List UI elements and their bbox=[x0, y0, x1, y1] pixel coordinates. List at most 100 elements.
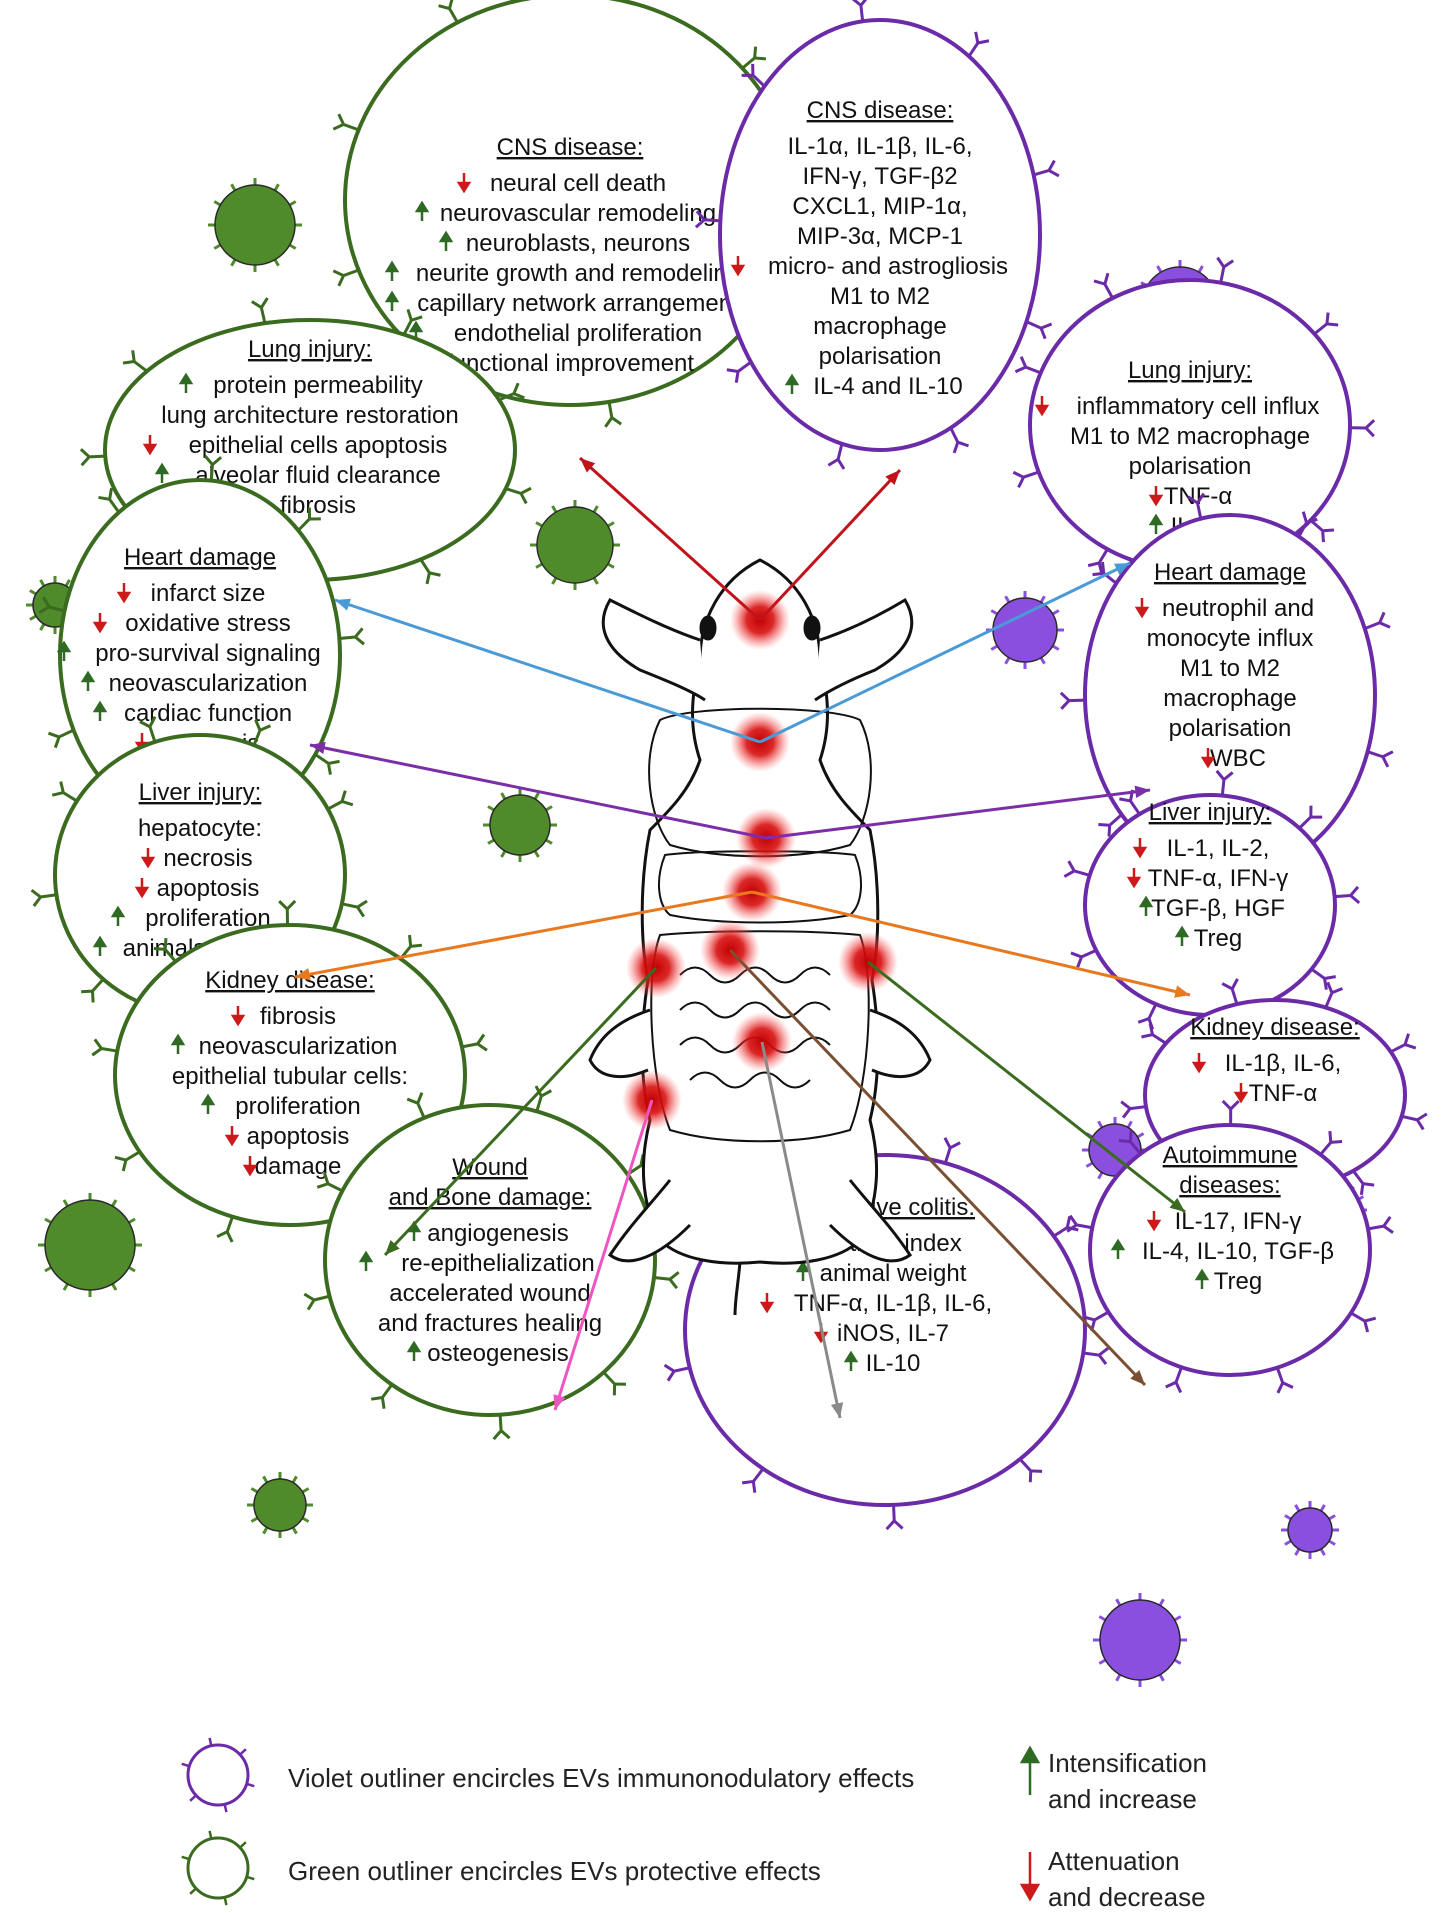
decrease-arrow-icon bbox=[242, 1156, 258, 1177]
connector-arrow bbox=[578, 456, 762, 622]
receptor-icon bbox=[1297, 511, 1318, 538]
receptor-icon bbox=[1059, 691, 1086, 710]
receptor-icon bbox=[51, 781, 78, 803]
decrease-arrow-icon bbox=[1146, 1211, 1162, 1232]
effect-panels: CNS disease:neural cell deathneurovascul… bbox=[30, 0, 1428, 1531]
receptor-icon bbox=[1364, 611, 1391, 631]
decrease-arrow-icon bbox=[1034, 396, 1050, 417]
increase-arrow-icon bbox=[414, 200, 430, 221]
panel-effect-line: TGF-β, HGF bbox=[1151, 895, 1285, 922]
decrease-arrow-icon bbox=[116, 583, 132, 604]
receptor-icon bbox=[438, 0, 459, 24]
panel-effect-line: CXCL1, MIP-1α, bbox=[792, 193, 967, 220]
panel-title: CNS disease: bbox=[497, 134, 644, 161]
decrease-arrow-icon bbox=[1132, 838, 1148, 859]
receptor-icon bbox=[1025, 320, 1053, 340]
receptor-icon bbox=[114, 1150, 141, 1172]
panel-title: Heart damage bbox=[124, 544, 276, 571]
receptor-icon bbox=[1367, 750, 1394, 768]
panel-effect-line: osteogenesis bbox=[427, 1340, 568, 1367]
panel-title: Kidney disease: bbox=[205, 967, 374, 994]
increase-arrow-icon bbox=[56, 640, 72, 661]
connector-arrow bbox=[759, 561, 1131, 744]
panel-title: Lung injury: bbox=[1128, 357, 1252, 384]
panel-effect-line: apoptosis bbox=[157, 875, 260, 902]
receptor-icon bbox=[534, 1085, 552, 1112]
increase-arrow-icon bbox=[170, 1033, 186, 1054]
receptor-icon bbox=[339, 627, 365, 646]
legend-decrease-text: and decrease bbox=[1048, 1882, 1206, 1912]
panel-effect-line: neuroblasts, neurons bbox=[466, 230, 690, 257]
decrease-arrow-icon bbox=[224, 1126, 240, 1147]
legend-increase-arrow-icon bbox=[1019, 1745, 1041, 1795]
receptor-icon bbox=[461, 1033, 488, 1052]
receptor-icon bbox=[741, 46, 767, 70]
panel-kidney-protective: Kidney disease:fibrosisneovascularizatio… bbox=[91, 899, 488, 1243]
panel-effect-line: necrosis bbox=[163, 845, 252, 872]
panel-title: Liver injury: bbox=[1149, 799, 1272, 826]
receptor-icon bbox=[204, 455, 223, 481]
panel-effect-line: IL-1, IL-2, bbox=[1167, 835, 1270, 862]
panel-effect-line: pro-survival signaling bbox=[95, 640, 320, 667]
decrease-arrow-icon bbox=[1148, 486, 1164, 507]
receptor-icon bbox=[492, 1414, 511, 1441]
panel-effect-line: protein permeability bbox=[213, 372, 422, 399]
increase-arrow-icon bbox=[358, 1250, 374, 1271]
legend: Violet outliner encircles EVs immunonodu… bbox=[181, 1737, 1207, 1912]
connector-arrow bbox=[728, 948, 1147, 1387]
panel-effect-line: TNF-α, IL-1β, IL-6, bbox=[794, 1290, 992, 1317]
receptor-icon bbox=[604, 401, 622, 428]
panel-effect-line: polarisation bbox=[819, 343, 942, 370]
receptor-icon bbox=[47, 728, 75, 749]
panel-effect-line: and fractures healing bbox=[378, 1310, 602, 1337]
receptor-icon bbox=[419, 558, 441, 585]
receptor-icon bbox=[1052, 1216, 1079, 1238]
receptor-icon bbox=[741, 1467, 765, 1493]
receptor-icon bbox=[370, 1383, 394, 1409]
panel-effect-line: epithelial tubular cells: bbox=[172, 1063, 408, 1090]
receptor-icon bbox=[30, 889, 57, 907]
connector-arrow bbox=[294, 890, 753, 981]
receptor-icon bbox=[38, 596, 65, 614]
receptor-icon bbox=[1118, 1130, 1142, 1155]
panel-effect-line: hepatocyte: bbox=[138, 815, 262, 842]
receptor-icon bbox=[1083, 1310, 1110, 1332]
violet-outline-icon bbox=[181, 1737, 255, 1813]
receptor-icon bbox=[741, 63, 766, 88]
panel-effect-line: MIP-3α, MCP-1 bbox=[797, 223, 963, 250]
receptor-icon bbox=[1313, 312, 1339, 336]
receptor-icon bbox=[1221, 1099, 1240, 1126]
panel-effect-line: polarisation bbox=[1129, 453, 1252, 480]
panel-effect-line: endothelial proliferation bbox=[454, 320, 702, 347]
panel-cns-immuno: CNS disease:IL-1α, IL-1β, IL-6,IFN-γ, TG… bbox=[694, 0, 1060, 470]
panel-cns-protective: CNS disease:neural cell deathneurovascul… bbox=[332, 0, 821, 428]
receptor-icon bbox=[1352, 1169, 1375, 1196]
increase-arrow-icon bbox=[92, 935, 108, 956]
receptor-icon bbox=[216, 1216, 234, 1243]
panel-effect-line: IL-4 and IL-10 bbox=[813, 373, 962, 400]
receptor-icon bbox=[943, 1137, 961, 1164]
increase-arrow-icon bbox=[1138, 895, 1154, 916]
receptor-icon bbox=[1141, 1023, 1167, 1045]
decrease-arrow-icon bbox=[1233, 1083, 1249, 1104]
receptor-icon bbox=[694, 210, 721, 229]
receptor-icon bbox=[122, 350, 148, 373]
increase-arrow-icon bbox=[1174, 925, 1190, 946]
panel-effect-line: Treg bbox=[1214, 1268, 1262, 1295]
panel-effect-line: macrophage bbox=[1163, 685, 1296, 712]
violet-vesicle-icon bbox=[1281, 1501, 1339, 1559]
panel-effect-line: neurovascular remodeling bbox=[440, 200, 716, 227]
receptor-icon bbox=[1350, 1311, 1377, 1333]
increase-arrow-icon bbox=[80, 670, 96, 691]
receptor-icon bbox=[1310, 967, 1336, 990]
receptor-icon bbox=[851, 0, 868, 22]
legend-increase-text: Intensification bbox=[1048, 1748, 1207, 1778]
panel-effect-line: epithelial cells apoptosis bbox=[189, 432, 448, 459]
increase-arrow-icon bbox=[1194, 1268, 1210, 1289]
connector-arrow bbox=[383, 966, 658, 1257]
panel-title: Heart damage bbox=[1154, 559, 1306, 586]
receptor-icon bbox=[1390, 1033, 1417, 1054]
receptor-icon bbox=[1087, 548, 1109, 575]
panel-effect-line: neutrophil and bbox=[1162, 595, 1314, 622]
receptor-icon bbox=[1033, 159, 1060, 178]
